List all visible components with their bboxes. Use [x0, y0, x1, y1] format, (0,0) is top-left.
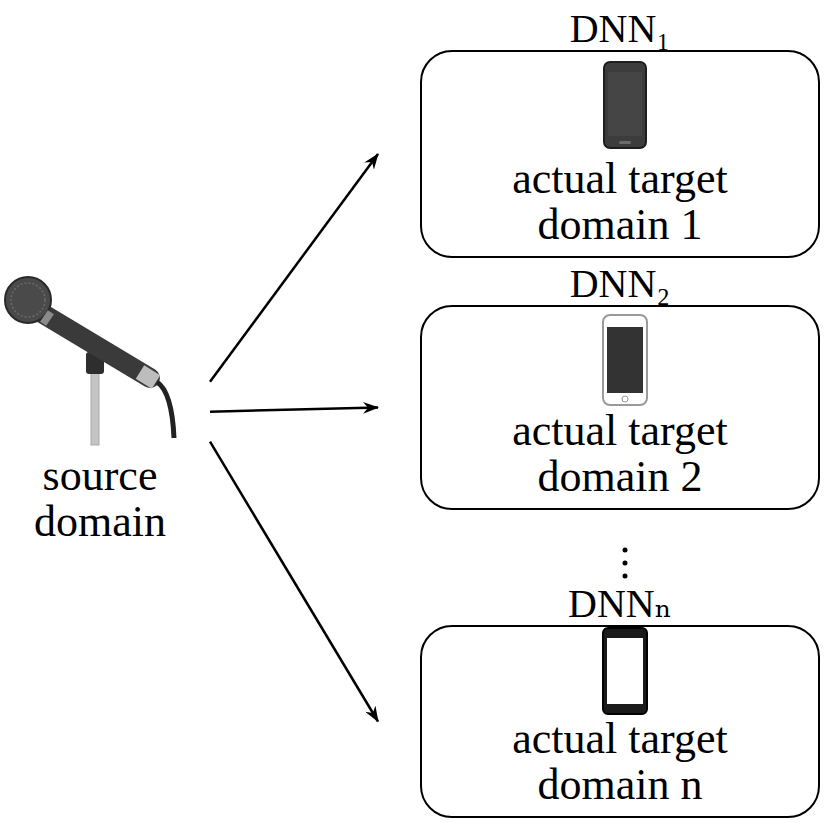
- arrow-connector: [210, 442, 378, 722]
- domain-box: DNN₂actual target domain 2: [420, 305, 820, 510]
- phone-icon: [603, 628, 647, 714]
- domain-box: DNN₁actual target domain 1: [420, 50, 820, 258]
- source-node: source domain: [5, 278, 195, 545]
- domain-label: source domain: [10, 453, 190, 545]
- domain-label: actual target domain 1: [470, 156, 770, 248]
- phone-icon: [603, 315, 647, 405]
- domain-box: DNNₙactual target domain n: [420, 625, 820, 818]
- ellipsis-dots: [623, 548, 628, 579]
- domain-label: actual target domain n: [470, 716, 770, 808]
- domain-label: actual target domain 2: [470, 408, 770, 500]
- model-label: DNN₂: [422, 263, 818, 305]
- model-label: DNN₁: [422, 8, 818, 50]
- phone-icon: [604, 62, 646, 148]
- microphone-icon: [5, 277, 174, 445]
- arrow-connector: [210, 154, 378, 382]
- arrow-connector: [210, 408, 378, 412]
- model-label: DNNₙ: [422, 583, 818, 625]
